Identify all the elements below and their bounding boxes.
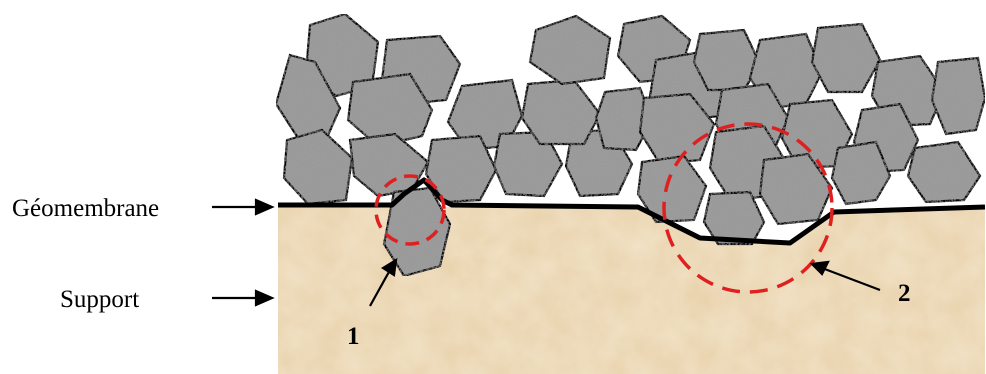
support-label: Support xyxy=(60,287,139,312)
stone xyxy=(522,80,600,144)
stone xyxy=(694,30,760,90)
stone xyxy=(932,58,985,134)
marker-2: 2 xyxy=(898,281,911,306)
stone xyxy=(908,142,980,202)
stone xyxy=(812,24,880,92)
stone xyxy=(704,192,764,244)
stone xyxy=(530,16,610,84)
geomembrane-label: Géomembrane xyxy=(12,196,159,221)
marker-1: 1 xyxy=(347,324,360,349)
stone xyxy=(284,130,352,204)
